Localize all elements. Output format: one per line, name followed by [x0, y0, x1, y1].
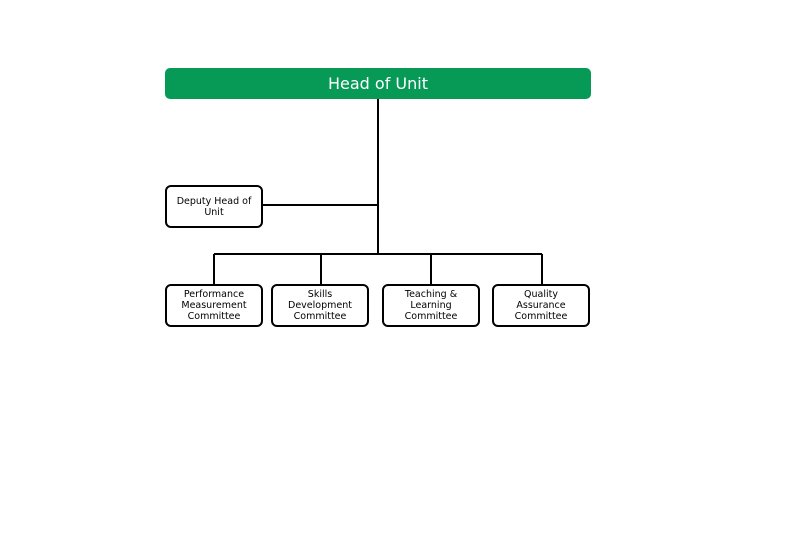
quality-assurance-committee-box: Quality Assurance Committee	[492, 284, 590, 327]
deputy-head-label: Deputy Head of Unit	[176, 195, 252, 218]
committee-label: Performance Measurement Committee	[181, 289, 247, 322]
head-of-unit-label: Head of Unit	[328, 74, 428, 93]
committee-label: Skills Development Committee	[288, 289, 352, 322]
deputy-head-box: Deputy Head of Unit	[165, 185, 263, 228]
performance-measurement-committee-box: Performance Measurement Committee	[165, 284, 263, 327]
teaching-learning-committee-box: Teaching & Learning Committee	[382, 284, 480, 327]
skills-development-committee-box: Skills Development Committee	[271, 284, 369, 327]
head-of-unit-box: Head of Unit	[165, 68, 591, 99]
committee-label: Quality Assurance Committee	[514, 289, 568, 322]
committee-label: Teaching & Learning Committee	[404, 289, 458, 322]
